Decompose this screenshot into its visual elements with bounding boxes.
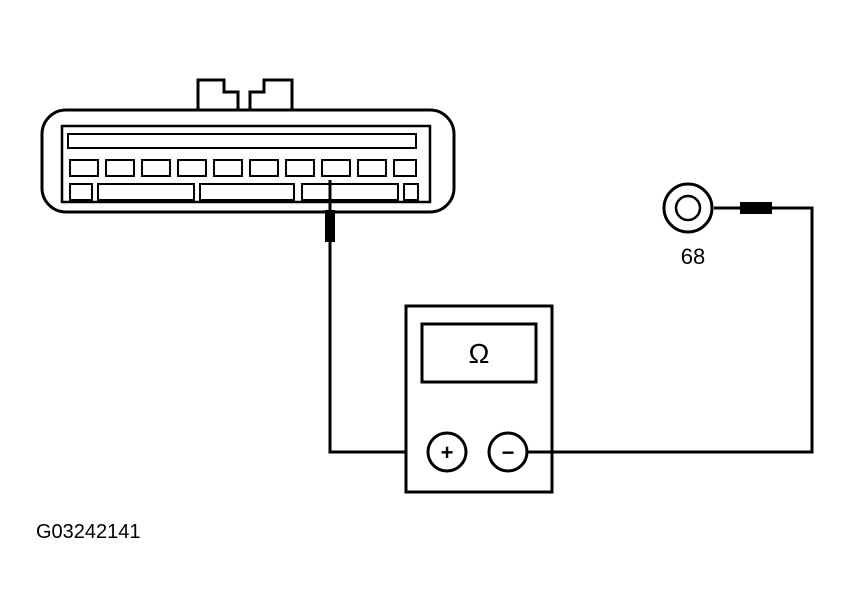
meter-symbol: Ω (469, 338, 490, 369)
terminal-label: 68 (681, 244, 705, 269)
meter-display (420, 322, 538, 384)
plus-sign: + (441, 440, 454, 465)
connector-bottom-row (69, 183, 419, 201)
probe-icon (325, 180, 335, 242)
ring-probe-icon (714, 202, 772, 214)
ring-terminal-icon (662, 182, 714, 234)
connector-pin-row (69, 159, 417, 177)
test-lead-positive (328, 240, 428, 454)
test-lead-negative (527, 206, 814, 454)
connector-latch (196, 78, 294, 112)
connector-top-slot (67, 133, 417, 149)
meter-positive-terminal (426, 431, 468, 473)
ohmmeter-icon: Ω + − (404, 304, 554, 494)
figure-id: G03242141 (36, 521, 141, 543)
minus-sign: − (502, 440, 515, 465)
connector-icon (40, 78, 456, 214)
